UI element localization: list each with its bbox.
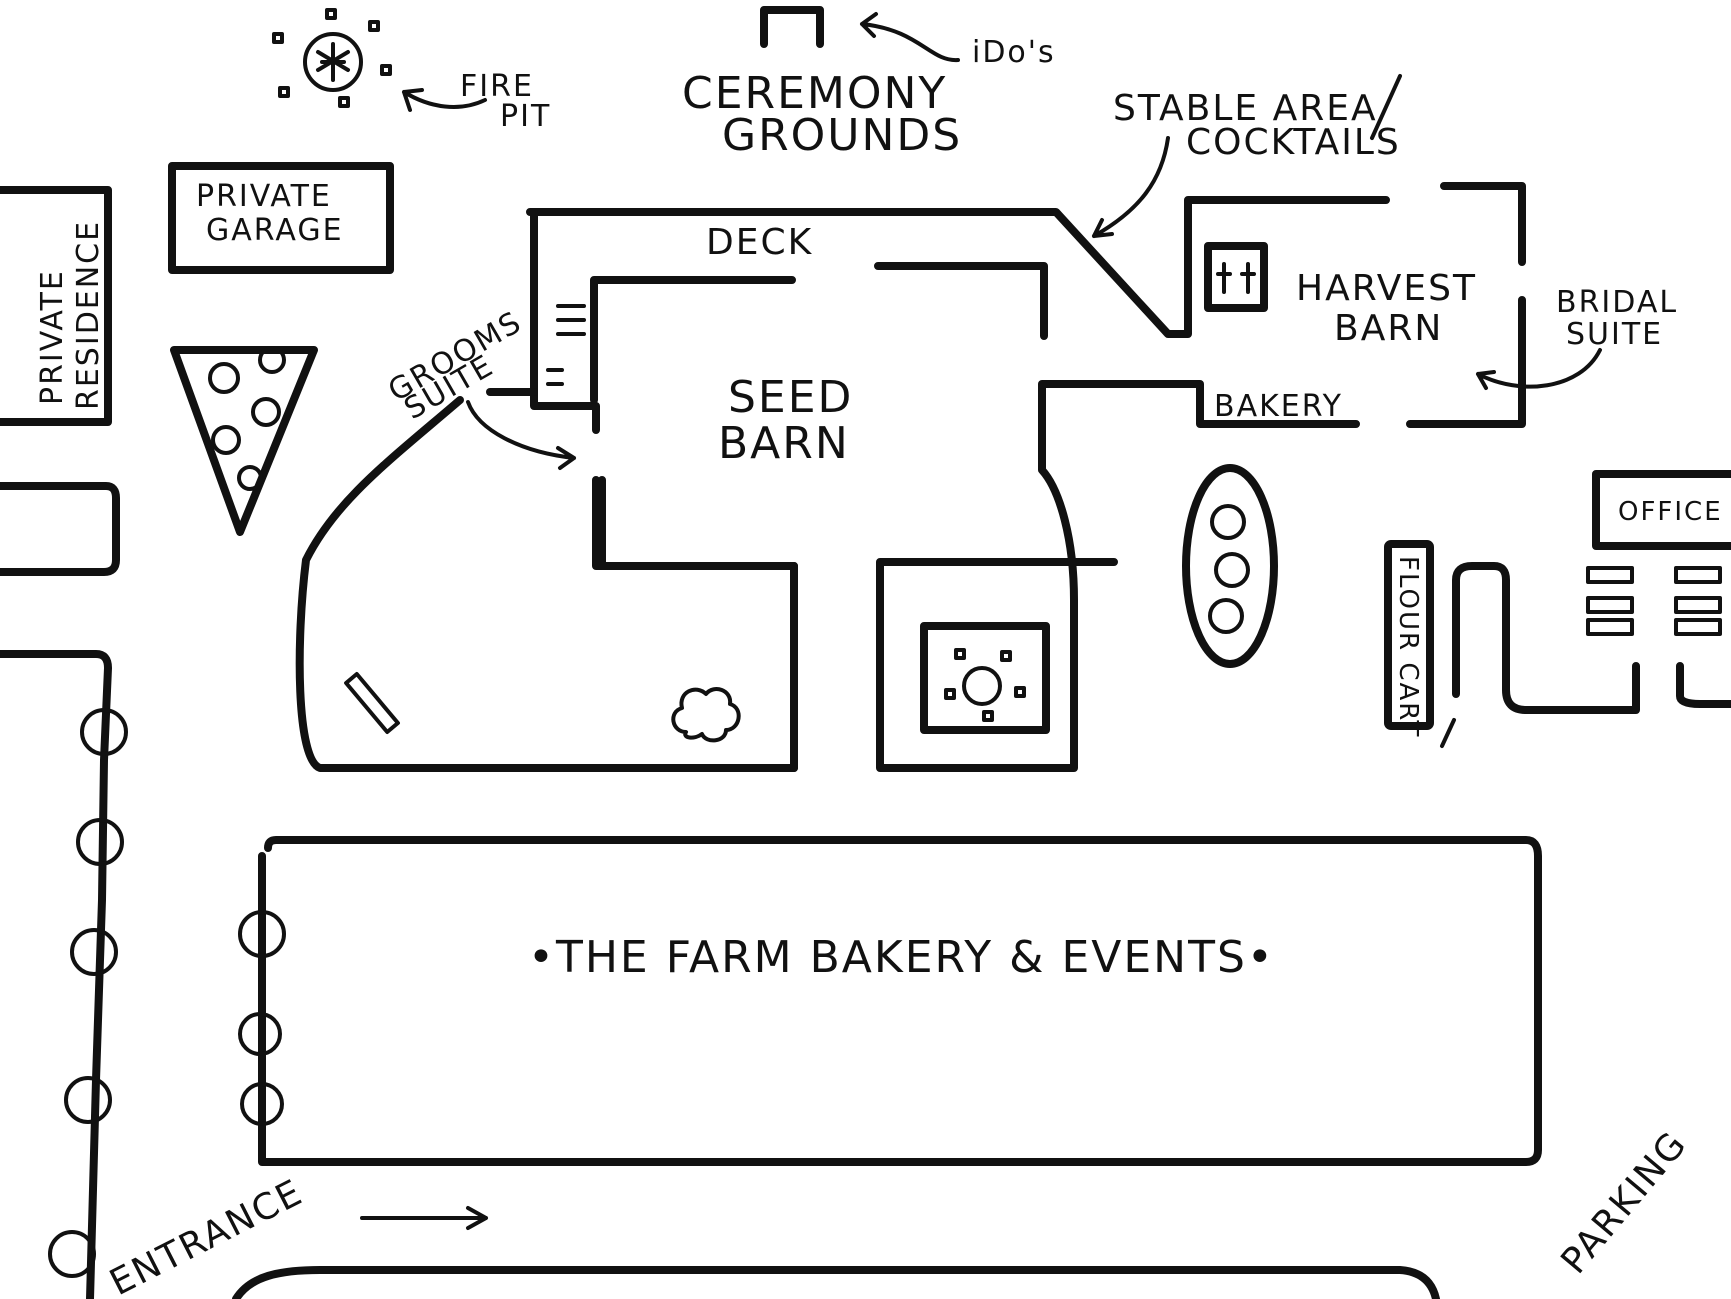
map-title: •THE FARM BAKERY & EVENTS• [528, 932, 1275, 983]
restroom-figures [1216, 262, 1256, 294]
private-garage-label: PRIVATE [196, 179, 332, 214]
fire-pit-icon [272, 8, 392, 108]
ceremony-label: CEREMONY [682, 68, 947, 119]
tree-icon [48, 708, 286, 1278]
fire-pit-label: FIRE [460, 69, 534, 104]
stable-arrow [1092, 136, 1170, 238]
bridal-suite-label-2: SUITE [1566, 317, 1663, 352]
left-road-lower [0, 650, 112, 1299]
grooms-arrow [466, 400, 576, 470]
stable-slash [1370, 74, 1402, 140]
seed-barn-label: SEED [728, 372, 853, 423]
oval-garden [1182, 464, 1278, 668]
bottom-road [232, 1266, 1440, 1299]
harvest-barn-label-2: BARN [1334, 308, 1443, 349]
ido-arrow [860, 12, 960, 63]
private-residence-label: PRIVATE [35, 269, 70, 405]
seed-barn-court [598, 476, 798, 772]
tree-icon [671, 687, 741, 743]
tree-icon [208, 346, 286, 491]
bridal-arrow [1476, 348, 1602, 390]
left-road-upper [0, 482, 120, 576]
events-field [258, 836, 1542, 1166]
ceremony-label-2: GROUNDS [722, 110, 962, 161]
ido-label: iDo's [972, 35, 1056, 70]
bench-icon [344, 671, 400, 735]
fire-pit-arrow [402, 88, 487, 112]
parking-stalls [1586, 566, 1722, 636]
restroom-icon [1204, 242, 1268, 312]
stable-label-2: COCKTAILS [1186, 122, 1401, 163]
private-residence-label-2: RESIDENCE [71, 220, 106, 410]
triangle-garden [170, 346, 318, 536]
table-icon [944, 648, 1026, 722]
tree-icon [1208, 504, 1250, 634]
entrance-arrow [360, 1206, 488, 1230]
entrance-label: ENTRANCE [103, 1172, 309, 1299]
seed-barn-label-2: BARN [718, 418, 850, 469]
arch-icon [760, 6, 824, 48]
office-building [1592, 470, 1731, 550]
table-area [920, 622, 1050, 734]
private-garage-building [168, 162, 394, 274]
flour-cart-handle [1440, 718, 1456, 748]
seed-barn-inner [590, 262, 1048, 404]
bakery-label: BAKERY [1214, 389, 1343, 424]
bridal-suite-label: BRIDAL [1556, 285, 1678, 320]
flour-cart-label: FLOUR CART [1393, 556, 1423, 738]
harvest-barn-label: HARVEST [1296, 268, 1477, 309]
parking-label: PARKING [1553, 1124, 1695, 1282]
seed-barn-outer [295, 182, 1526, 772]
deck-label: DECK [706, 222, 813, 263]
stable-label: STABLE AREA [1113, 88, 1378, 129]
flour-cart[interactable] [1384, 540, 1434, 730]
private-residence-building [0, 186, 112, 426]
fire-pit-label-2: PIT [500, 99, 551, 134]
office-label: OFFICE [1618, 497, 1723, 527]
office-road [1452, 562, 1731, 714]
deck-stairs [546, 304, 586, 386]
private-garage-label-2: GARAGE [206, 213, 344, 248]
